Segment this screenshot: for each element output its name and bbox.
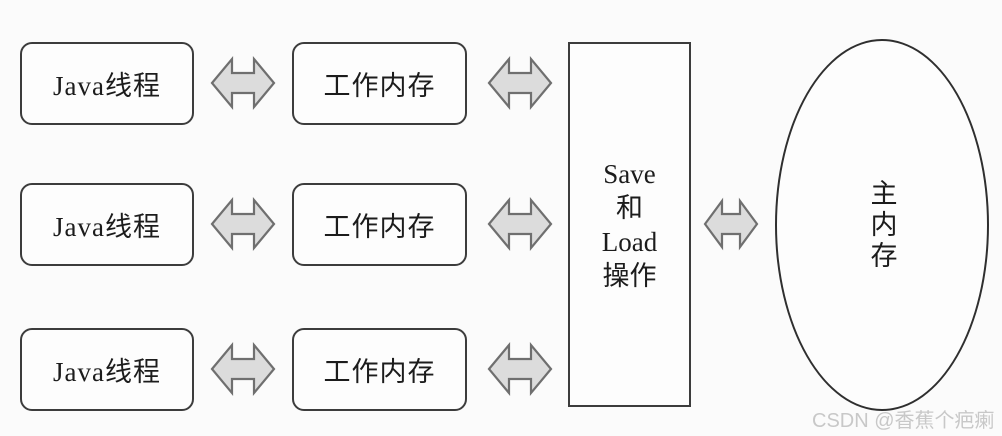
java-thread-label: Java线程 bbox=[53, 71, 161, 101]
bidirectional-arrow-icon bbox=[210, 55, 276, 111]
bidirectional-arrow-icon bbox=[487, 55, 553, 111]
arrow-shape bbox=[210, 196, 276, 252]
main-memory-ellipse: 主内存 bbox=[775, 39, 989, 411]
java-thread-label: Java线程 bbox=[53, 357, 161, 387]
working-memory-box: 工作内存 bbox=[292, 42, 467, 125]
bidirectional-arrow-icon bbox=[487, 196, 553, 252]
working-memory-label: 工作内存 bbox=[323, 357, 436, 387]
save-load-line: 和 bbox=[616, 192, 643, 223]
bidirectional-arrow-icon bbox=[487, 341, 553, 397]
java-thread-box: Java线程 bbox=[20, 328, 194, 411]
csdn-watermark: CSDN @香蕉个疤瘌 bbox=[812, 410, 995, 432]
working-memory-label: 工作内存 bbox=[323, 71, 436, 101]
save-load-line: Save bbox=[603, 158, 656, 189]
save-load-line: 操作 bbox=[602, 260, 657, 291]
arrow-shape bbox=[210, 55, 276, 111]
bidirectional-arrow-icon bbox=[703, 197, 759, 251]
arrow-shape bbox=[487, 196, 553, 252]
save-load-box: Save 和 Load 操作 bbox=[568, 42, 691, 407]
java-thread-box: Java线程 bbox=[20, 183, 194, 266]
arrow-shape bbox=[487, 55, 553, 111]
arrow-shape bbox=[487, 341, 553, 397]
arrow-shape bbox=[210, 341, 276, 397]
main-memory-label: 主内存 bbox=[866, 178, 897, 272]
save-load-line: Load bbox=[601, 226, 658, 257]
arrow-shape bbox=[703, 197, 759, 251]
bidirectional-arrow-icon bbox=[210, 341, 276, 397]
working-memory-label: 工作内存 bbox=[323, 212, 436, 242]
java-thread-label: Java线程 bbox=[53, 212, 161, 242]
working-memory-box: 工作内存 bbox=[292, 328, 467, 411]
bidirectional-arrow-icon bbox=[210, 196, 276, 252]
java-thread-box: Java线程 bbox=[20, 42, 194, 125]
working-memory-box: 工作内存 bbox=[292, 183, 467, 266]
